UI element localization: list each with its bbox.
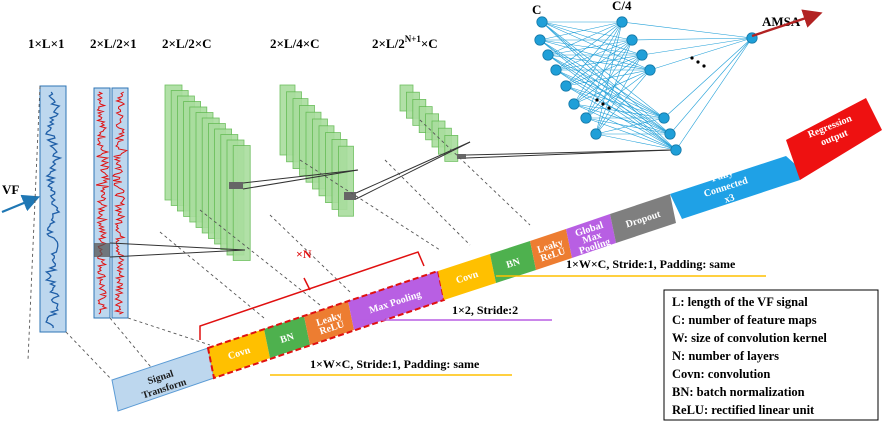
block-covn-1 — [208, 329, 270, 378]
pipeline: SignalTransform Covn BN LeakyReLU Max Po… — [111, 98, 882, 412]
block-dropout — [610, 194, 676, 243]
fc-node — [580, 112, 592, 124]
transform-signal-wave-1 — [95, 91, 111, 315]
connection-lines — [109, 141, 673, 258]
fc-node — [568, 98, 580, 110]
fc-network-edges — [539, 21, 753, 151]
fc-network-nodes — [534, 16, 758, 156]
kernel-window-transform — [94, 243, 110, 257]
fc-line3: x3 — [723, 192, 736, 206]
fc-label-c: C — [532, 2, 541, 17]
legend-item: Covn: convolution — [672, 367, 770, 381]
dim-label-convn-base: 2×L/2 — [372, 36, 405, 51]
feature-map — [338, 145, 354, 217]
fc-node — [542, 49, 554, 61]
transform-panel-1 — [93, 87, 111, 319]
legend-items: L: length of the VF signal C: number of … — [672, 295, 827, 417]
fc-node — [590, 128, 602, 140]
fc-node — [658, 112, 670, 124]
input-signal-wave — [44, 91, 63, 329]
block-bn-2 — [490, 241, 536, 283]
kernel-window-stack-3 — [457, 154, 466, 159]
block-fully-connected — [670, 156, 800, 219]
amsa-output-arrow — [751, 9, 823, 38]
feature-map-stack-1 — [164, 84, 251, 261]
fc-ellipsis-dots — [595, 56, 706, 110]
fc-node — [550, 64, 562, 76]
legend-item: C: number of feature maps — [672, 313, 817, 327]
kernel-window-stack-2 — [344, 192, 356, 200]
legend-item: L: length of the VF signal — [672, 295, 808, 309]
fc-node — [534, 34, 546, 46]
fc-node — [616, 16, 628, 28]
fc-label-amsa: AMSA — [762, 14, 801, 29]
fc-node — [670, 144, 682, 156]
block-global-max-pooling — [566, 214, 616, 258]
dim-label-transform: 2×L/2×1 — [90, 36, 137, 51]
input-arrow — [1, 194, 41, 214]
svg-text:2×L/2N+1×C: 2×L/2N+1×C — [372, 34, 438, 51]
input-signal-panel — [39, 85, 67, 333]
legend-item: ReLU: rectified linear unit — [672, 403, 815, 417]
feature-map-stack-2 — [279, 84, 354, 217]
dim-label-convn-tail: ×C — [421, 36, 438, 51]
legend-item: W: size of convolution kernel — [672, 331, 827, 345]
block-bn-2-label: BN — [505, 256, 522, 271]
block-bn-1 — [264, 316, 310, 358]
fc-node — [644, 64, 656, 76]
feature-map-stack-3 — [399, 84, 459, 162]
block-regression-output — [786, 98, 882, 180]
repeat-label: ×N — [296, 247, 312, 261]
transform-signal-wave-2 — [112, 91, 129, 315]
block-covn-2 — [438, 254, 496, 300]
block-bn-1-label: BN — [279, 331, 296, 346]
dim-label-convn-exp: N+1 — [405, 34, 422, 44]
block-maxpool — [348, 271, 444, 330]
legend-box — [663, 289, 879, 421]
fc-node — [664, 128, 676, 140]
input-label: VF — [2, 182, 19, 197]
fc-node — [560, 80, 572, 92]
fc-node — [626, 34, 638, 46]
kernel-window-stack-1 — [229, 182, 243, 189]
dim-label-input: 1×L×1 — [28, 36, 65, 51]
conv2-annotation: 1×W×C, Stride:1, Padding: same — [566, 257, 736, 271]
legend-item: BN: batch normalization — [672, 385, 805, 399]
dim-label-conv1: 2×L/2×C — [162, 36, 212, 51]
fc-label-c4: C/4 — [612, 0, 632, 13]
fc-node — [536, 16, 548, 28]
dimension-labels: 1×L×1 2×L/2×1 2×L/2×C 2×L/4×C 2×L/2N+1×C — [28, 34, 438, 51]
feature-map — [232, 145, 251, 261]
block-leaky-2 — [530, 229, 572, 270]
pool-annotation: 1×2, Stride:2 — [452, 303, 518, 317]
fc-node — [636, 49, 648, 61]
repeat-brace — [199, 251, 425, 340]
legend-item: N: number of layers — [672, 349, 779, 363]
dim-label-conv2: 2×L/4×C — [270, 36, 320, 51]
conv1-annotation: 1×W×C, Stride:1, Padding: same — [310, 357, 480, 371]
